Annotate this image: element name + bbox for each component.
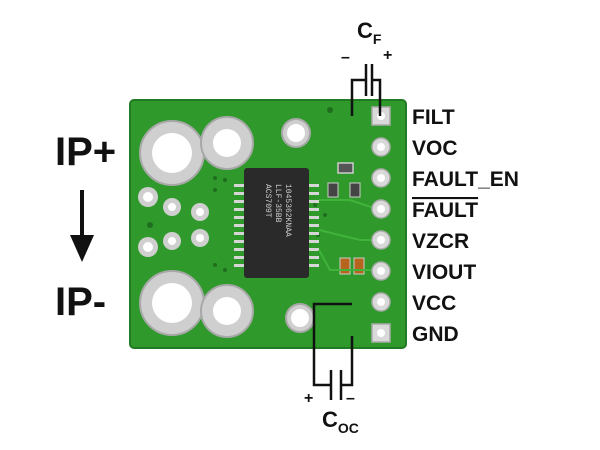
ip-minus-pad-cluster bbox=[138, 229, 254, 338]
pin-hole bbox=[377, 329, 385, 337]
pin-label-gnd: GND bbox=[412, 323, 459, 346]
pin-hole bbox=[377, 267, 385, 275]
chip-marking-1: ACS709T bbox=[263, 184, 272, 218]
current-direction-arrow bbox=[70, 190, 94, 262]
filter-cap-label: CF bbox=[357, 18, 382, 47]
pin-label-vcc: VCC bbox=[412, 292, 456, 315]
ip-plus-pad-cluster bbox=[138, 116, 254, 221]
pin-label-vzcr: VZCR bbox=[412, 230, 469, 253]
output-capacitor-symbol bbox=[312, 302, 354, 400]
ip-minus-label: IP- bbox=[55, 280, 106, 324]
pin-label-fault: FAULT bbox=[412, 199, 478, 222]
output-cap-minus-sign: – bbox=[346, 390, 355, 407]
pin-hole bbox=[377, 174, 385, 182]
pin-label-filt: FILT bbox=[412, 106, 455, 129]
chip-marking-2: LLF-35BB bbox=[273, 184, 282, 223]
pin-label-list: FILT VOC FAULT_EN FAULT VZCR VIOUT VCC GND bbox=[412, 106, 519, 346]
header-pin-pads bbox=[371, 106, 391, 343]
ip-plus-label: IP+ bbox=[55, 130, 116, 174]
via-holes bbox=[147, 107, 333, 272]
pin-label-voc: VOC bbox=[412, 137, 458, 160]
output-cap-plus-sign: + bbox=[304, 390, 313, 407]
pin-label-viout: VIOUT bbox=[412, 261, 476, 284]
output-cap-label: COC bbox=[322, 407, 359, 436]
filter-capacitor-symbol bbox=[350, 64, 382, 116]
pin-hole bbox=[377, 298, 385, 306]
pin-hole bbox=[377, 236, 385, 244]
filter-cap-minus-sign: – bbox=[341, 49, 350, 66]
smd-components bbox=[327, 162, 365, 275]
pin-label-fault-en: FAULT_EN bbox=[412, 168, 519, 191]
current-sensor-chip: ACS709T LLF-35BB 1045362KNAA bbox=[234, 168, 319, 278]
pin-hole bbox=[377, 143, 385, 151]
pin-hole bbox=[377, 205, 385, 213]
filter-cap-plus-sign: + bbox=[383, 47, 392, 64]
chip-marking-3: 1045362KNAA bbox=[283, 184, 292, 237]
